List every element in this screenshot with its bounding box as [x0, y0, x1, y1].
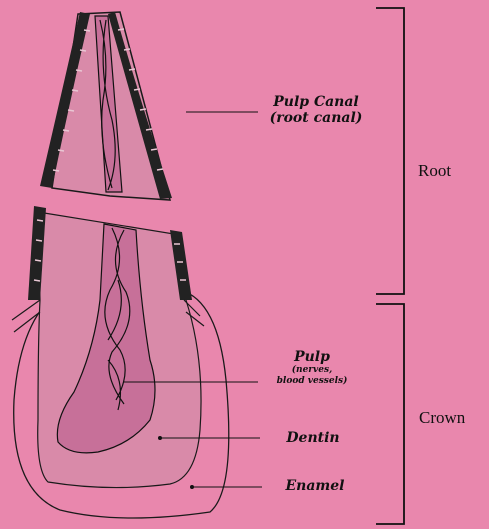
crown-segment — [12, 206, 262, 518]
crown-bracket — [376, 304, 404, 524]
pulp-canal-label: Pulp Canal (root canal) — [262, 94, 370, 126]
root-upper-segment — [40, 12, 258, 200]
root-bracket — [376, 8, 404, 294]
crown-label: Crown — [419, 408, 465, 428]
pulp-label: Pulp (nerves, blood vessels) — [262, 349, 362, 387]
root-label: Root — [418, 161, 451, 181]
enamel-label: Enamel — [276, 478, 354, 494]
dentin-label: Dentin — [278, 430, 348, 446]
